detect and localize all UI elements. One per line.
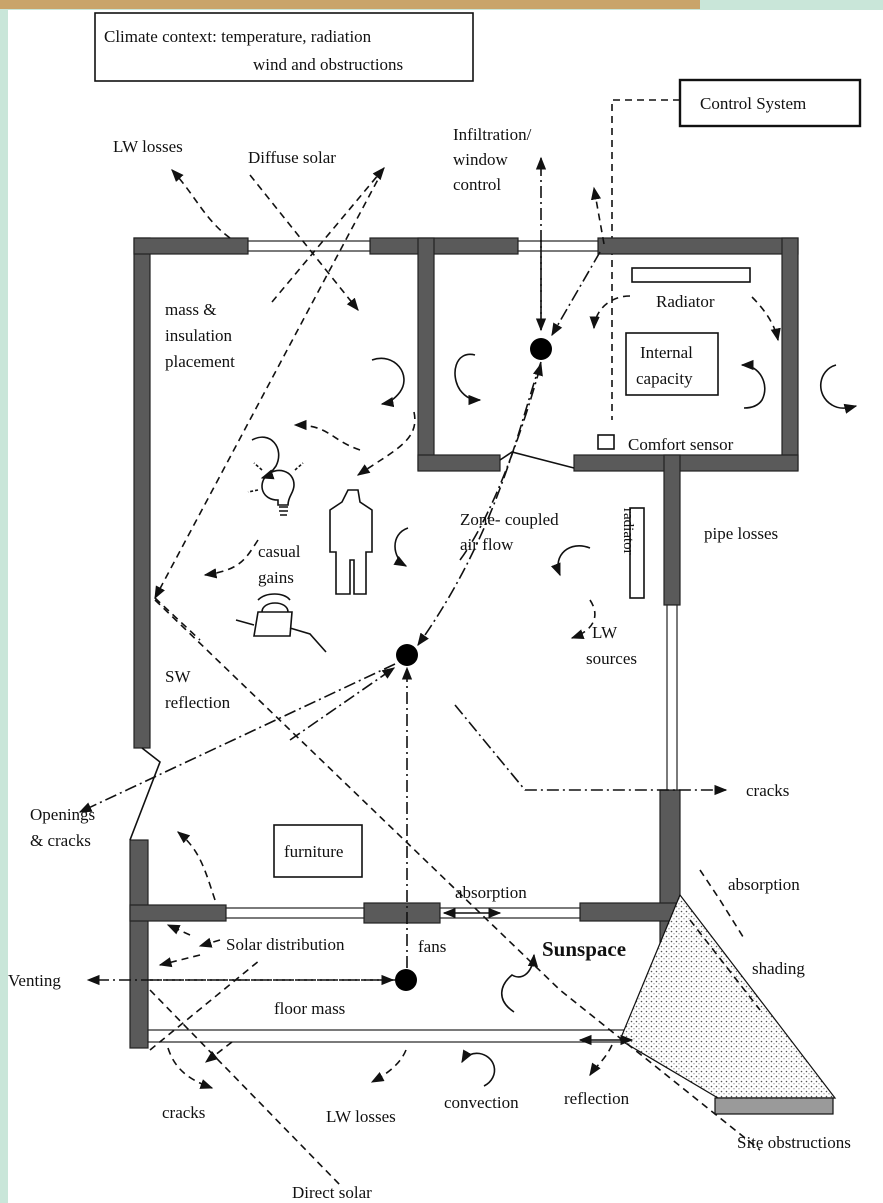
diffuse-solar-label: Diffuse solar (248, 148, 336, 167)
convection-label: convection (444, 1093, 519, 1112)
control-system-label: Control System (700, 94, 806, 113)
node-upper-room (530, 338, 552, 360)
sw-reflection-label: SW (165, 667, 191, 686)
radiator-side-label: radiator (620, 508, 636, 555)
infiltration-label: Infiltration/ (453, 125, 532, 144)
solar-distribution-label: Solar distribution (226, 935, 345, 954)
site-obstruction-block (714, 1097, 834, 1115)
zone-coupled-label-2: air flow (460, 535, 514, 554)
furniture-label: furniture (284, 842, 343, 861)
comfort-sensor-icon (597, 434, 615, 450)
kettle-icon (235, 593, 327, 653)
person-icon (329, 489, 373, 595)
control-system-box (678, 78, 862, 128)
mass-insulation-label-2: insulation (165, 326, 233, 345)
absorption-mid-label: absorption (455, 883, 527, 902)
mass-insulation-label: mass & (165, 300, 216, 319)
exterior-door (129, 747, 161, 841)
node-sunspace (395, 969, 417, 991)
openings-label: Openings (30, 805, 95, 824)
floor-mass-label: floor mass (274, 999, 345, 1018)
furniture-box (273, 824, 363, 878)
mass-insulation-label-3: placement (165, 352, 235, 371)
control-signal-line (611, 99, 680, 420)
node-main-room (396, 644, 418, 666)
radiator-top-unit (631, 267, 751, 283)
absorption-right-label: absorption (728, 875, 800, 894)
comfort-sensor-label: Comfort sensor (628, 435, 734, 454)
climate-context-box (94, 12, 474, 82)
venting-label: Venting (8, 971, 61, 990)
site-obstructions-label: Site obstructions (737, 1133, 851, 1152)
openings-label-2: & cracks (30, 831, 91, 850)
casual-gains-label-2: gains (258, 568, 294, 587)
lw-sources-label-2: sources (586, 649, 637, 668)
climate-context-label-2: wind and obstructions (253, 55, 403, 74)
direct-solar-label: Direct solar (292, 1183, 372, 1202)
zone-coupled-label: Zone- coupled (460, 510, 559, 529)
flow-arrows (78, 156, 781, 1186)
light-bulb-icon (247, 462, 304, 516)
pipe-losses-label: pipe losses (704, 524, 778, 543)
radiator-label: Radiator (656, 292, 715, 311)
internal-capacity-label-2: capacity (636, 369, 693, 388)
reflection-label: reflection (564, 1089, 630, 1108)
convection-swirls (251, 353, 858, 1087)
cracks-bottom-label: cracks (162, 1103, 205, 1122)
sunspace-label: Sunspace (542, 937, 626, 961)
climate-context-label: Climate context: temperature, radiation (104, 27, 372, 46)
internal-capacity-label: Internal (640, 343, 693, 362)
lw-losses-bottom-label: LW losses (326, 1107, 396, 1126)
cracks-right-label: cracks (746, 781, 789, 800)
infiltration-label-3: control (453, 175, 501, 194)
top-accent-bar (0, 0, 700, 9)
radiator-side-unit (629, 507, 645, 599)
sw-reflection-label-2: reflection (165, 693, 231, 712)
shading-label: shading (752, 959, 805, 978)
internal-capacity-box (625, 332, 719, 396)
infiltration-label-2: window (453, 150, 509, 169)
lw-losses-top-label: LW losses (113, 137, 183, 156)
windows (147, 240, 678, 1043)
casual-gains-label: casual (258, 542, 301, 561)
fans-label: fans (418, 937, 446, 956)
lw-sources-label: LW (592, 623, 618, 642)
